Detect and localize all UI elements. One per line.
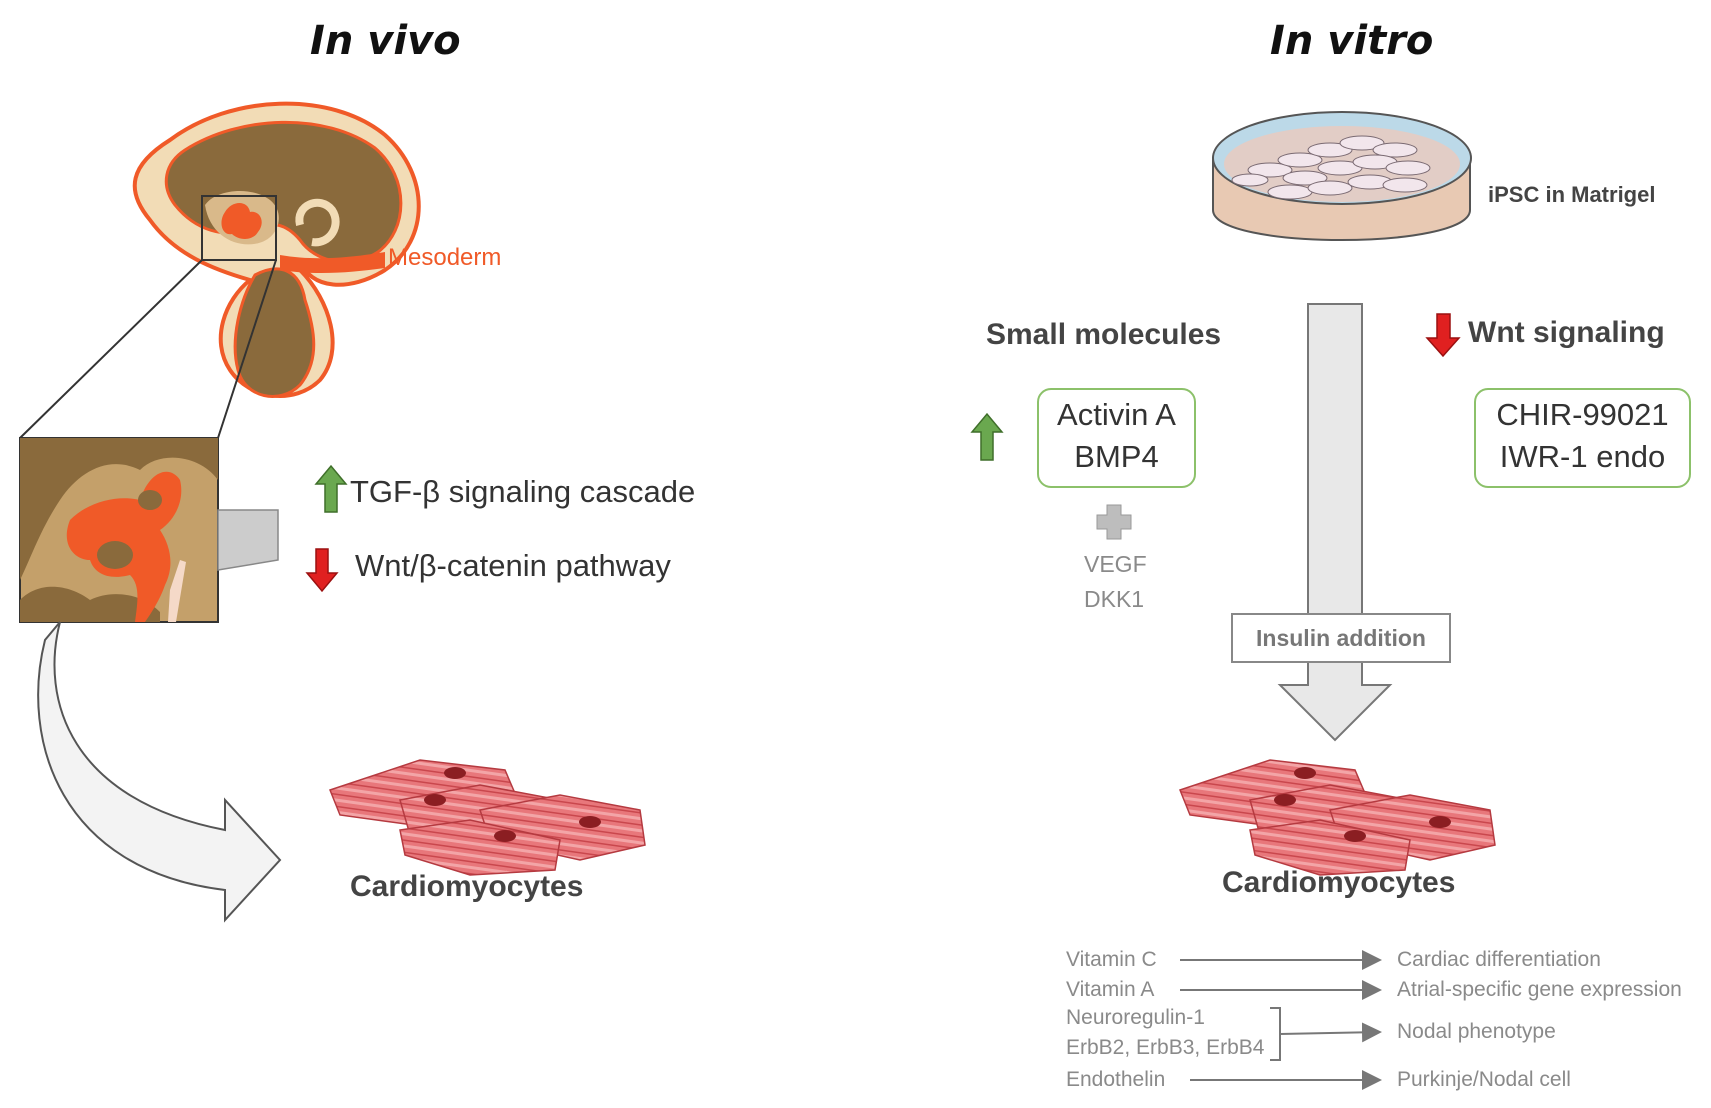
tgf-signal-label: TGF-β signaling cascade: [350, 474, 696, 509]
activin-box: Activin A BMP4: [1037, 388, 1196, 488]
cardiomyocytes-left-illustration: [329, 759, 646, 876]
factor-input-erbb: ErbB2, ErbB3, ErbB4: [1066, 1036, 1265, 1059]
factor-input-neuroregulin: Neuroregulin-1: [1066, 1006, 1205, 1029]
factor-input-vitamin-a: Vitamin A: [1066, 978, 1155, 1001]
wnt-pathway-label: Wnt/β-catenin pathway: [355, 548, 671, 583]
petri-dish-illustration: [1212, 111, 1472, 241]
dkk1-label: DKK1: [1084, 586, 1145, 612]
chir-line: CHIR-99021: [1496, 397, 1669, 432]
zoomed-tissue: [19, 437, 219, 623]
small-molecules-label: Small molecules: [986, 318, 1222, 351]
wnt-signaling-down-arrow: [1425, 313, 1461, 358]
factor-input-endothelin: Endothelin: [1066, 1068, 1166, 1091]
factor-output-nodal: Nodal phenotype: [1397, 1020, 1556, 1043]
dish-label: iPSC in Matrigel: [1488, 182, 1656, 207]
activin-up-arrow: [970, 412, 1004, 461]
iwr-line: IWR-1 endo: [1499, 439, 1666, 474]
factor-input-vitamin-c: Vitamin C: [1066, 948, 1157, 971]
factor-output-cardiac: Cardiac differentiation: [1397, 948, 1601, 971]
cardiomyocytes-right-label: Cardiomyocytes: [1222, 866, 1456, 899]
factor-output-purkinje: Purkinje/Nodal cell: [1397, 1068, 1571, 1091]
vertical-process-arrow: [1277, 303, 1393, 742]
cardiomyocytes-right-illustration: [1179, 759, 1496, 876]
activin-line2: BMP4: [1074, 439, 1159, 474]
plus-icon: [1096, 504, 1132, 540]
cardiomyocytes-left-label: Cardiomyocytes: [350, 870, 584, 903]
activin-line1: Activin A: [1057, 397, 1176, 432]
insulin-addition-box: Insulin addition: [1231, 613, 1451, 663]
wnt-inhibitor-box: CHIR-99021 IWR-1 endo: [1474, 388, 1691, 488]
vegf-label: VEGF: [1084, 551, 1147, 577]
mesoderm-label: Mesoderm: [388, 244, 502, 271]
title-in-vivo: In vivo: [310, 18, 461, 64]
embryo-illustration: [19, 101, 421, 439]
wnt-signaling-label: Wnt signaling: [1468, 316, 1665, 349]
factor-output-atrial: Atrial-specific gene expression: [1397, 978, 1682, 1001]
curved-arrow: [37, 621, 282, 923]
tgf-up-arrow: [314, 464, 348, 513]
title-in-vitro: In vitro: [1270, 18, 1434, 64]
factor-arrows: [1180, 950, 1382, 1090]
wnt-down-arrow: [305, 548, 339, 593]
